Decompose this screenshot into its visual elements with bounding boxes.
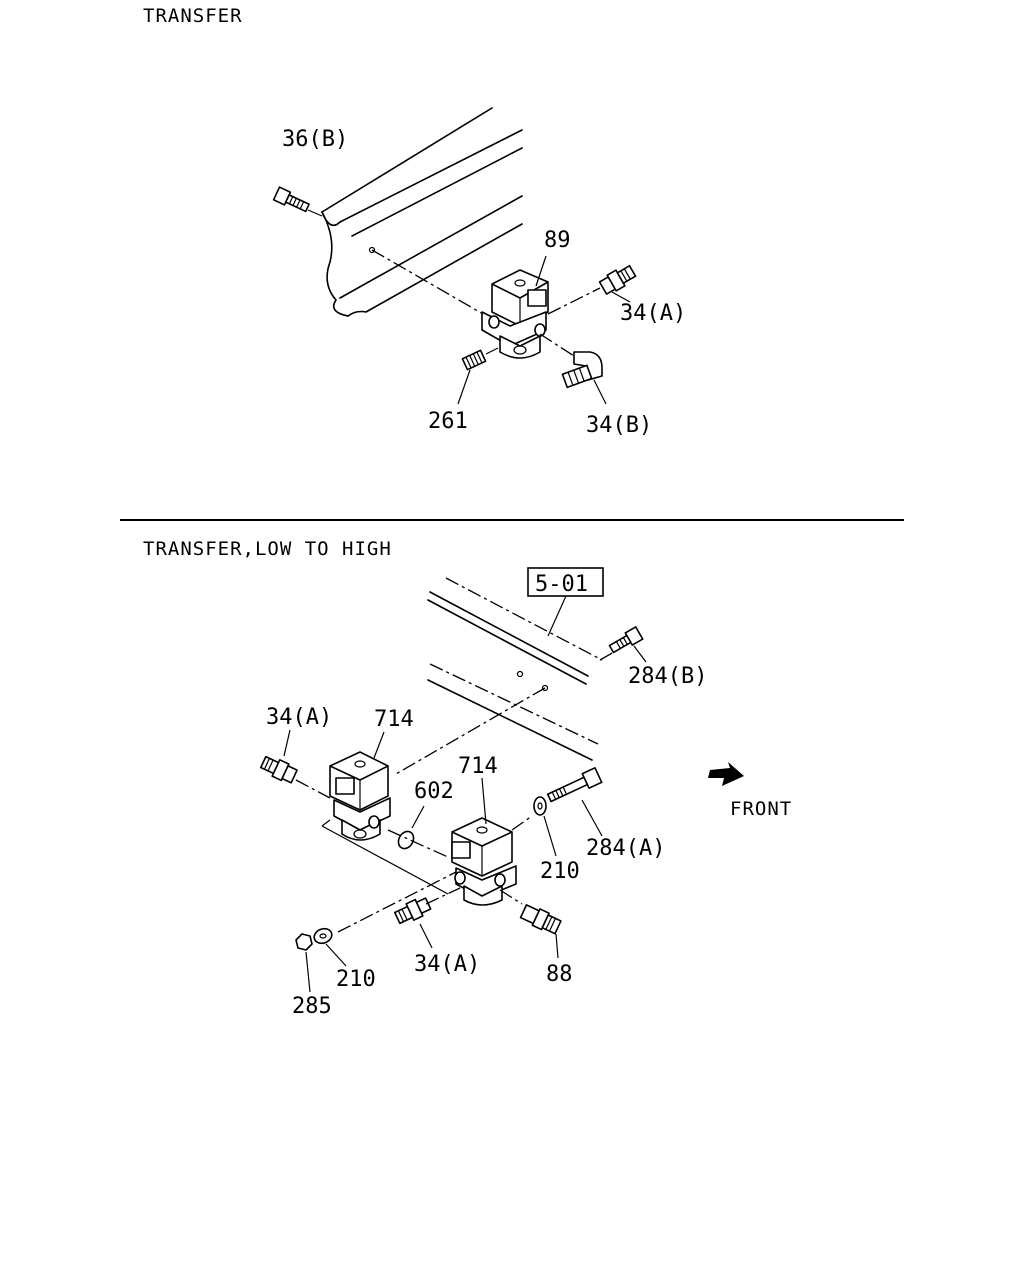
callout-89: 89	[544, 228, 571, 253]
fitting-icon	[598, 265, 637, 295]
frame-rail	[321, 107, 523, 317]
front-arrow-icon	[708, 762, 744, 786]
callout-34b: 34(B)	[586, 413, 652, 438]
callout-285: 285	[292, 994, 332, 1019]
bolt-icon	[546, 766, 603, 803]
callout-34a-left: 34(A)	[266, 705, 332, 730]
callout-210-upper: 210	[540, 859, 580, 884]
section-title-transfer-low-to-high: TRANSFER,LOW TO HIGH	[143, 538, 392, 560]
callout-284a: 284(A)	[586, 836, 665, 861]
bolt-icon	[608, 626, 644, 654]
solenoid-valve-icon	[451, 817, 517, 906]
callout-714-right: 714	[458, 754, 498, 779]
section-title-transfer: TRANSFER	[143, 5, 243, 27]
callout-34a-lower: 34(A)	[414, 952, 480, 977]
fitting-icon	[461, 349, 487, 371]
bolt-icon	[272, 186, 310, 213]
solenoid-valve-icon	[329, 751, 391, 841]
solenoid-valve-icon	[481, 269, 549, 359]
reference-box	[527, 567, 604, 597]
washer-icon	[533, 796, 547, 816]
callout-602: 602	[414, 779, 454, 804]
fitting-icon	[561, 351, 603, 389]
section-transfer-low-to-high: TRANSFER,LOW TO HIGH 5-01	[143, 538, 792, 1019]
callout-284b: 284(B)	[628, 664, 707, 689]
callout-714-left: 714	[374, 707, 414, 732]
fitting-icon	[393, 897, 432, 925]
frame-rail	[427, 577, 603, 761]
fitting-icon	[519, 904, 562, 935]
callout-210-lower: 210	[336, 967, 376, 992]
section-transfer: TRANSFER	[143, 5, 686, 438]
callout-261: 261	[428, 409, 468, 434]
direction-label: FRONT	[730, 798, 792, 820]
callout-36b: 36(B)	[282, 127, 348, 152]
o-ring-icon	[397, 830, 415, 850]
fitting-icon	[259, 755, 298, 784]
callout-34a: 34(A)	[620, 301, 686, 326]
nut-icon	[295, 933, 313, 951]
callout-88: 88	[546, 962, 573, 987]
washer-icon	[313, 927, 333, 945]
reference-box-label: 5-01	[535, 572, 588, 597]
